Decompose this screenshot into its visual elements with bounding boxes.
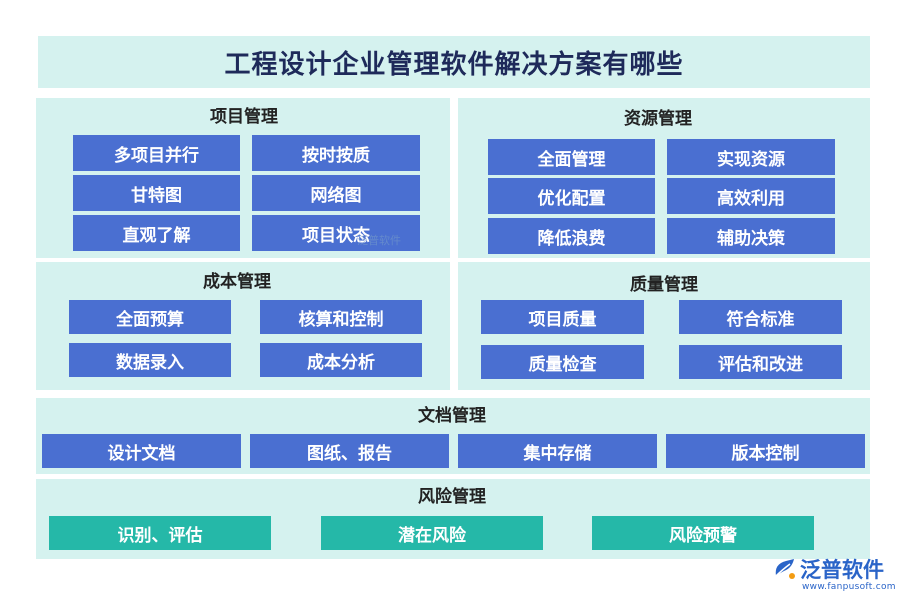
document-item-storage: 集中存储 xyxy=(458,434,657,468)
cost-management-title: 成本管理 xyxy=(203,272,271,292)
project-management-title: 项目管理 xyxy=(210,107,278,127)
page-title: 工程设计企业管理软件解决方案有哪些 xyxy=(224,49,684,80)
resource-item-decision: 辅助决策 xyxy=(667,218,835,254)
title-banner: 工程设计企业管理软件解决方案有哪些 xyxy=(38,36,870,88)
brand-url: www.fanpusoft.com xyxy=(802,582,896,592)
resource-item-realize: 实现资源 xyxy=(667,139,835,175)
quality-item-standard: 符合标准 xyxy=(679,300,842,334)
document-management-title: 文档管理 xyxy=(418,406,486,426)
brand-logo-icon xyxy=(775,559,795,579)
cost-item-entry: 数据录入 xyxy=(69,343,231,377)
document-item-drawings: 图纸、报告 xyxy=(250,434,449,468)
project-item-intuitive: 直观了解 xyxy=(73,215,240,251)
risk-item-potential: 潜在风险 xyxy=(321,516,543,550)
project-item-network: 网络图 xyxy=(252,175,420,211)
quality-item-project: 项目质量 xyxy=(481,300,644,334)
cost-item-analysis: 成本分析 xyxy=(260,343,422,377)
risk-item-warning: 风险预警 xyxy=(592,516,814,550)
document-item-design: 设计文档 xyxy=(42,434,241,468)
watermark: 泛普软件 xyxy=(357,234,401,247)
brand-logo: 泛普软件 www.fanpusoft.com xyxy=(772,552,896,596)
project-item-status: 项目状态 xyxy=(252,215,420,251)
project-item-multi: 多项目并行 xyxy=(73,135,240,171)
risk-item-identify: 识别、评估 xyxy=(49,516,271,550)
project-item-gantt: 甘特图 xyxy=(73,175,240,211)
project-item-ontime: 按时按质 xyxy=(252,135,420,171)
quality-item-improve: 评估和改进 xyxy=(679,345,842,379)
cost-item-budget: 全面预算 xyxy=(69,300,231,334)
quality-item-check: 质量检查 xyxy=(481,345,644,379)
resource-item-efficient: 高效利用 xyxy=(667,178,835,214)
quality-management-title: 质量管理 xyxy=(630,275,698,295)
risk-management-title: 风险管理 xyxy=(418,487,486,507)
resource-item-reduce: 降低浪费 xyxy=(488,218,655,254)
resource-item-full: 全面管理 xyxy=(488,139,655,175)
brand-name: 泛普软件 xyxy=(800,558,884,582)
cost-item-accounting: 核算和控制 xyxy=(260,300,422,334)
resource-management-title: 资源管理 xyxy=(624,109,692,129)
document-item-version: 版本控制 xyxy=(666,434,865,468)
resource-item-optimize: 优化配置 xyxy=(488,178,655,214)
